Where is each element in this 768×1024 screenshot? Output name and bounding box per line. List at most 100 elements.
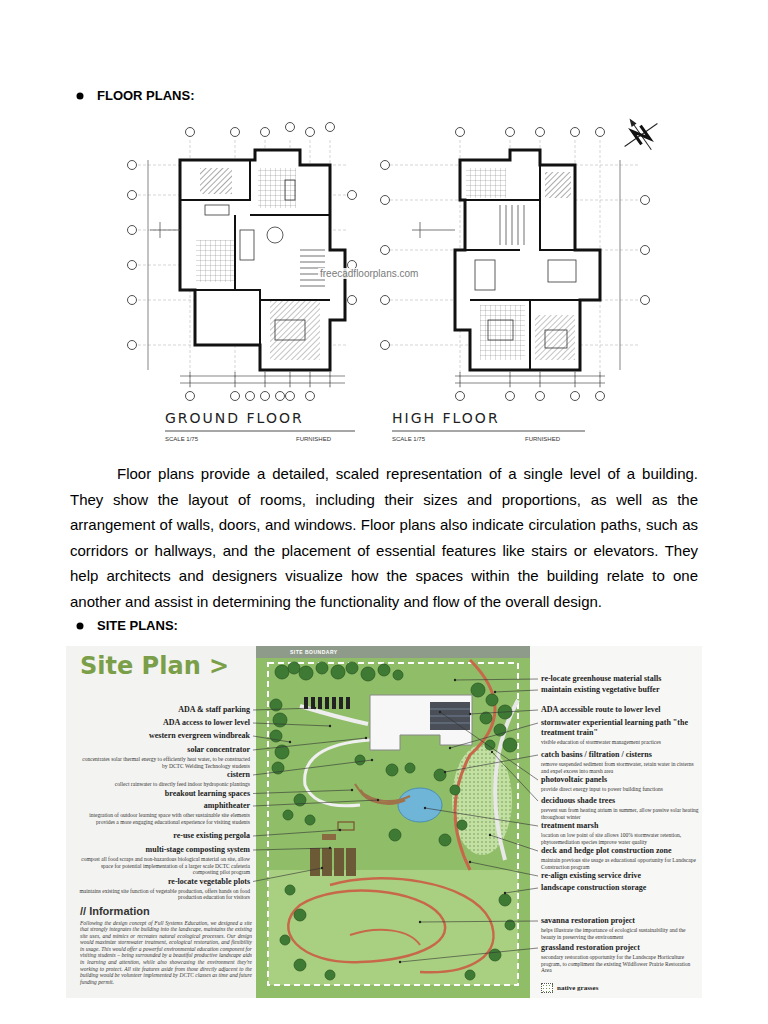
high-floor-plan-part-part <box>465 249 520 251</box>
ground-floor-plan-part <box>306 392 315 401</box>
high-floor-plan-part <box>571 392 580 401</box>
site-plan-part <box>350 930 420 945</box>
high-floor-plan-part <box>535 315 575 360</box>
scale-note: SCALE 1/75 <box>165 436 198 442</box>
high-floor-plan-part <box>381 161 390 170</box>
high-floor-plan-part-part <box>390 200 640 201</box>
leader-dot <box>469 713 471 715</box>
site-plan-part-part <box>480 712 492 724</box>
site-plan-part-part <box>471 683 485 697</box>
high-floor-plan-part <box>381 296 390 305</box>
plan-note: FURNISHED <box>296 436 331 442</box>
high-floor-plan-part-part <box>500 205 501 245</box>
leader-line <box>440 712 538 780</box>
high-floor-plan-part <box>456 128 465 137</box>
ground-floor-plan-part <box>186 392 195 401</box>
high-floor-plan-part-part <box>390 300 640 301</box>
high-floor-plan-part-part <box>512 205 513 245</box>
high-floor-plan-part <box>392 431 585 432</box>
site-plan-part-part <box>299 666 313 680</box>
leader-dot <box>439 711 441 713</box>
leader-dot <box>419 921 421 923</box>
callout-heading: re-locate vegetable plots <box>78 877 250 887</box>
callout-note: collect rainwater to directly feed indoo… <box>78 781 250 788</box>
ground-floor-plan-part <box>348 296 357 305</box>
callout-heading: re-locate greenhouse material stalls <box>541 674 701 684</box>
ground-floor-plan-part <box>128 341 137 350</box>
leader-line <box>420 921 538 922</box>
site-plan-part <box>398 788 442 822</box>
leader-line <box>400 948 538 962</box>
leader-dot <box>491 751 493 753</box>
site-plan-part-part <box>393 670 403 680</box>
info-heading: // Information <box>80 905 150 917</box>
site-plan-part <box>530 646 702 998</box>
ground-floor-plan-part <box>128 261 137 270</box>
leader-line <box>253 738 366 750</box>
ground-floor-plan-part-part <box>300 262 325 263</box>
site-plan-part-part <box>294 959 306 971</box>
section-heading: FLOOR PLANS: <box>97 88 195 103</box>
section-heading: SITE PLANS: <box>97 618 178 633</box>
high-floor-plan-part <box>456 392 465 401</box>
site-plan-part-part <box>325 697 329 709</box>
callout-heading: deck and hedge plot construction zone <box>541 846 701 856</box>
ground-floor-plan-part <box>286 123 295 132</box>
high-floor-plan-part-part <box>460 372 461 387</box>
leader-line <box>470 862 538 876</box>
callout-note: compost all food scraps and non-hazardou… <box>78 856 250 876</box>
north-arrow-part <box>625 124 658 147</box>
site-plan-part-part <box>346 848 356 876</box>
site-plan-part-part <box>386 764 398 776</box>
site-plan-part-part <box>280 935 290 945</box>
site-plan-part-part <box>499 894 511 906</box>
high-floor-plan-part <box>381 196 390 205</box>
callout-heading: cistern <box>78 770 250 780</box>
leader-dot <box>321 867 323 869</box>
site-plan-part-part <box>485 740 495 750</box>
site-plan-part <box>455 660 495 870</box>
high-floor-plan-part-part <box>529 300 531 370</box>
ground-floor-plan-part <box>286 392 295 401</box>
site-plan-part <box>338 822 354 830</box>
high-floor-plan-part <box>596 392 605 401</box>
plan-title: GROUND FLOOR <box>165 410 304 426</box>
high-floor-plan-part-part <box>455 383 605 384</box>
high-floor-plan-part <box>412 222 455 238</box>
site-plan-part-part <box>503 738 517 752</box>
callout-heading: ADA & staff parking <box>78 705 250 715</box>
ground-floor-plan-part-part <box>250 214 330 216</box>
site-plan-part-part <box>346 697 350 709</box>
callout-note: maintains existing site function of vege… <box>78 888 250 901</box>
site-plan-part-part <box>355 755 365 765</box>
high-floor-plan-part <box>466 168 506 198</box>
site-plan-part-part <box>273 713 287 727</box>
leader-line <box>470 710 538 714</box>
site-plan-part <box>268 870 518 985</box>
high-floor-plan-part <box>460 165 580 370</box>
high-floor-plan-part <box>571 128 580 137</box>
site-plan-part-part <box>316 662 328 674</box>
leader-line <box>495 690 538 692</box>
leader-dot <box>377 799 379 801</box>
site-plan-part-part <box>334 848 344 876</box>
leader-dot <box>449 747 451 749</box>
leader-dot <box>351 789 353 791</box>
high-floor-plan-part <box>641 246 650 255</box>
high-floor-plan-part <box>475 260 576 348</box>
site-plan-part <box>322 834 336 840</box>
leader-line <box>490 835 538 851</box>
north-arrow <box>613 107 668 161</box>
callout-heading: multi-stage composting system <box>78 845 250 855</box>
ground-floor-plan-part-part <box>180 160 250 200</box>
callout-heading: breakout learning spaces <box>78 789 250 799</box>
ground-floor-plan-part-part <box>290 372 291 387</box>
site-plan-part-part <box>275 665 289 679</box>
high-floor-plan-part <box>381 341 390 350</box>
north-arrow-part <box>632 126 649 145</box>
ground-floor-plan-part <box>138 140 348 390</box>
site-plan-part-part <box>332 697 336 709</box>
ground-floor-plan-part <box>270 300 320 360</box>
